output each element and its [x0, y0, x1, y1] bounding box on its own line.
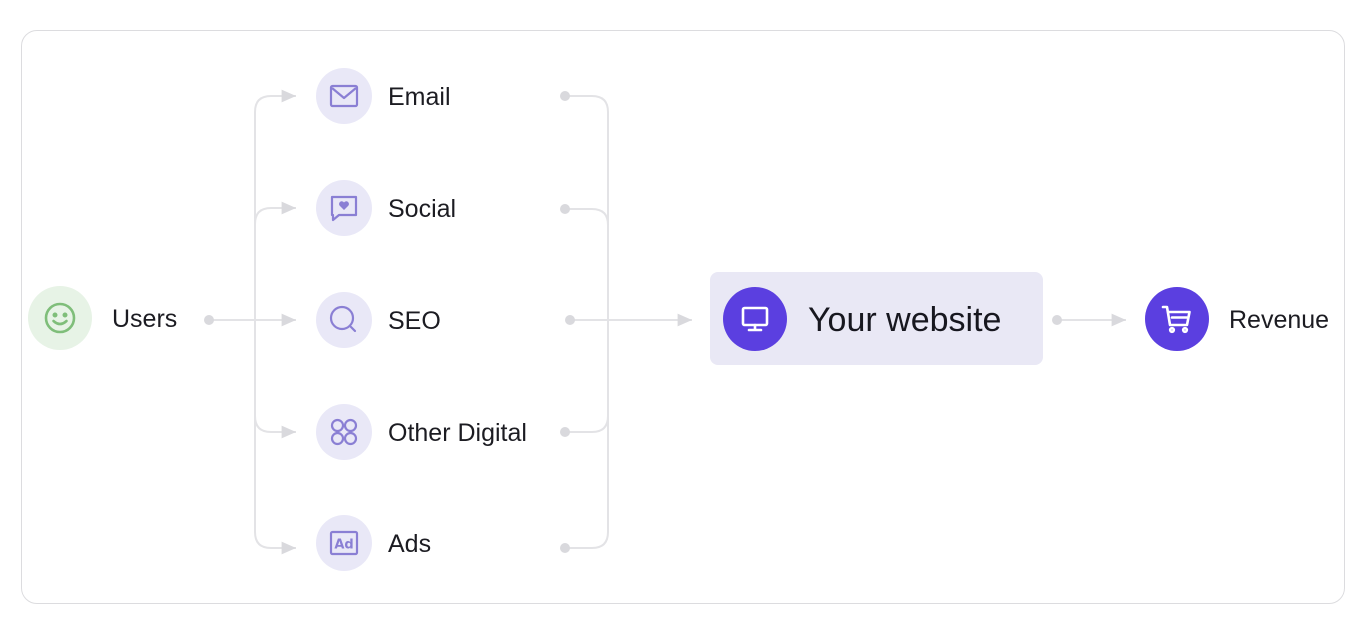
monitor-icon	[723, 287, 787, 351]
connector-from-social	[565, 208, 609, 320]
ad-badge-icon: Ad	[316, 515, 372, 571]
shopping-cart-icon	[1145, 287, 1209, 351]
channel-label-social: Social	[388, 195, 457, 223]
channel-label-seo: SEO	[388, 307, 441, 335]
connector-dot	[565, 315, 575, 325]
connector-dot	[560, 91, 570, 101]
connector-from-ads	[565, 320, 609, 549]
connector-from-email	[565, 95, 609, 320]
magnifier-icon	[316, 292, 372, 348]
connector-from-other-digital	[565, 320, 609, 433]
connector-dot	[560, 204, 570, 214]
channel-label-ads: Ads	[388, 530, 432, 558]
connector-dot	[204, 315, 214, 325]
users-label: Users	[112, 305, 178, 333]
connector-dot	[560, 543, 570, 553]
svg-text:Ad: Ad	[334, 538, 353, 553]
website-label: Your website	[808, 301, 1002, 339]
channel-label-other-digital: Other Digital	[388, 419, 527, 447]
connector-to-other-digital	[254, 320, 296, 439]
connector-dot	[1052, 315, 1062, 325]
connector-to-ads	[254, 320, 296, 555]
smiley-icon	[28, 286, 92, 350]
grid-circles-icon	[316, 404, 372, 460]
chat-heart-icon	[316, 180, 372, 236]
revenue-label: Revenue	[1229, 306, 1330, 334]
envelope-icon	[316, 68, 372, 124]
connector-dot	[560, 427, 570, 437]
channel-label-email: Email	[388, 83, 451, 111]
connector-to-social	[254, 201, 296, 320]
connector-to-email	[254, 89, 296, 320]
